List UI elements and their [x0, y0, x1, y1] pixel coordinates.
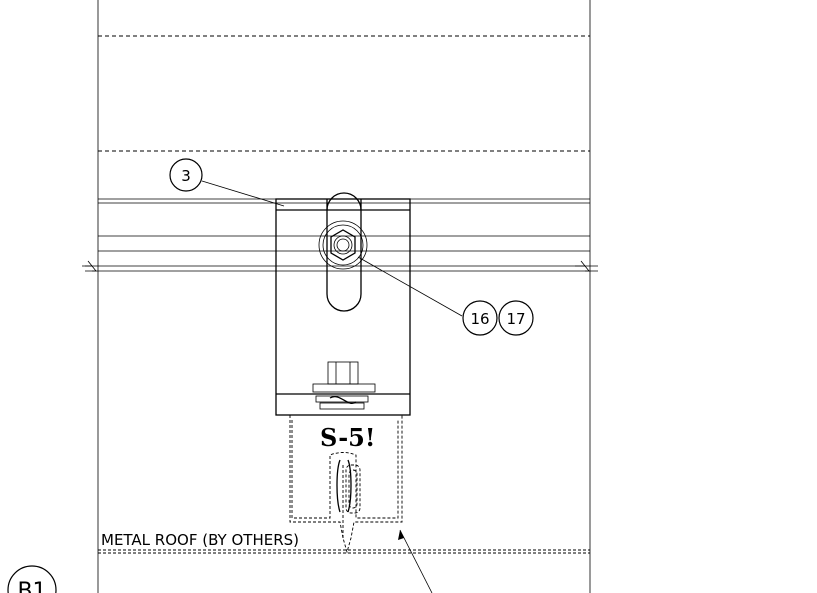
section-b1-bubble: [7, 565, 57, 593]
hex-nut-bolt: [318, 220, 368, 270]
clamp-body: [275, 192, 411, 416]
callout-17-bubble: [498, 300, 534, 336]
set-screw-assembly: [312, 361, 376, 410]
s5-clamp-hidden-profile: [289, 415, 403, 554]
section-b1-text: B1: [17, 579, 46, 593]
callout-3-text: 3: [181, 167, 191, 185]
roof-leader-arrowhead: [398, 530, 404, 540]
callout-16-leader: [357, 256, 463, 317]
callout-16-text: 16: [470, 310, 489, 328]
s5-logo: S-5!: [320, 423, 375, 452]
roof-leader: [399, 529, 433, 593]
callout-17-text: 17: [506, 310, 525, 328]
callout-3-leader: [201, 180, 285, 207]
callout-3-bubble: [169, 158, 203, 192]
metal-roof-label: METAL ROOF (BY OTHERS): [101, 531, 299, 549]
callout-16-bubble: [462, 300, 498, 336]
